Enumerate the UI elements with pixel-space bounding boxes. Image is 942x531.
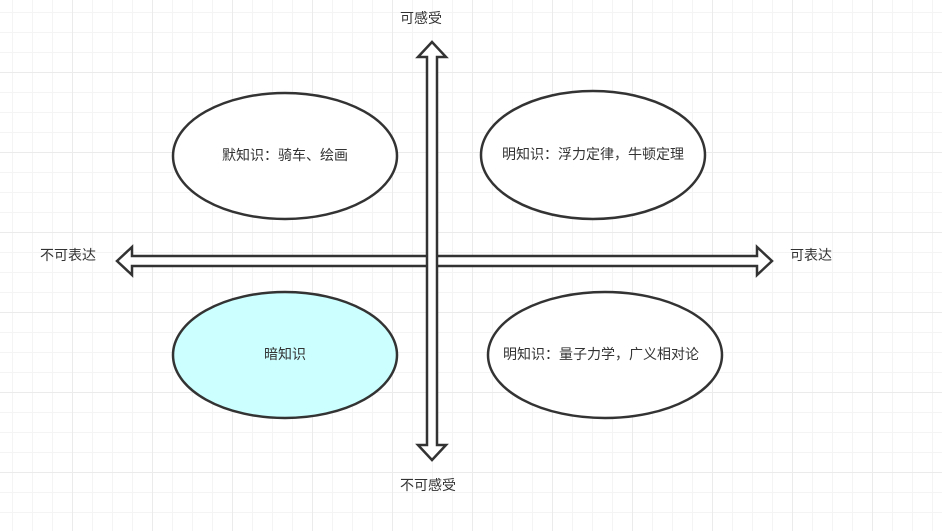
tacit-knowledge-label: 默知识：骑车、绘画 [195, 126, 375, 186]
axis-label-right: 可表达 [790, 248, 832, 264]
explicit-knowledge-physics-label: 明知识：浮力定律，牛顿定理 [491, 125, 695, 185]
tacit-knowledge-ellipse[interactable] [171, 91, 399, 221]
dark-knowledge-ellipse[interactable] [171, 290, 399, 420]
axis-label-left: 不可表达 [40, 248, 96, 264]
explicit-knowledge-modern-physics-text: 明知识：量子力学，广义相对论 [503, 346, 699, 363]
axis-label-top: 可感受 [400, 11, 442, 27]
vertical-axis-arrow[interactable] [415, 40, 449, 462]
dark-knowledge-label: 暗知识 [205, 325, 365, 385]
dark-knowledge-text: 暗知识 [264, 346, 306, 363]
explicit-knowledge-physics-text: 明知识：浮力定律，牛顿定理 [502, 146, 684, 163]
explicit-knowledge-modern-physics-ellipse[interactable] [486, 290, 724, 420]
explicit-knowledge-modern-physics-label: 明知识：量子力学，广义相对论 [499, 325, 703, 385]
horizontal-axis-arrow[interactable] [115, 244, 774, 278]
explicit-knowledge-physics-ellipse[interactable] [479, 89, 707, 221]
tacit-knowledge-text: 默知识：骑车、绘画 [222, 147, 348, 164]
axis-label-bottom: 不可感受 [400, 478, 456, 494]
